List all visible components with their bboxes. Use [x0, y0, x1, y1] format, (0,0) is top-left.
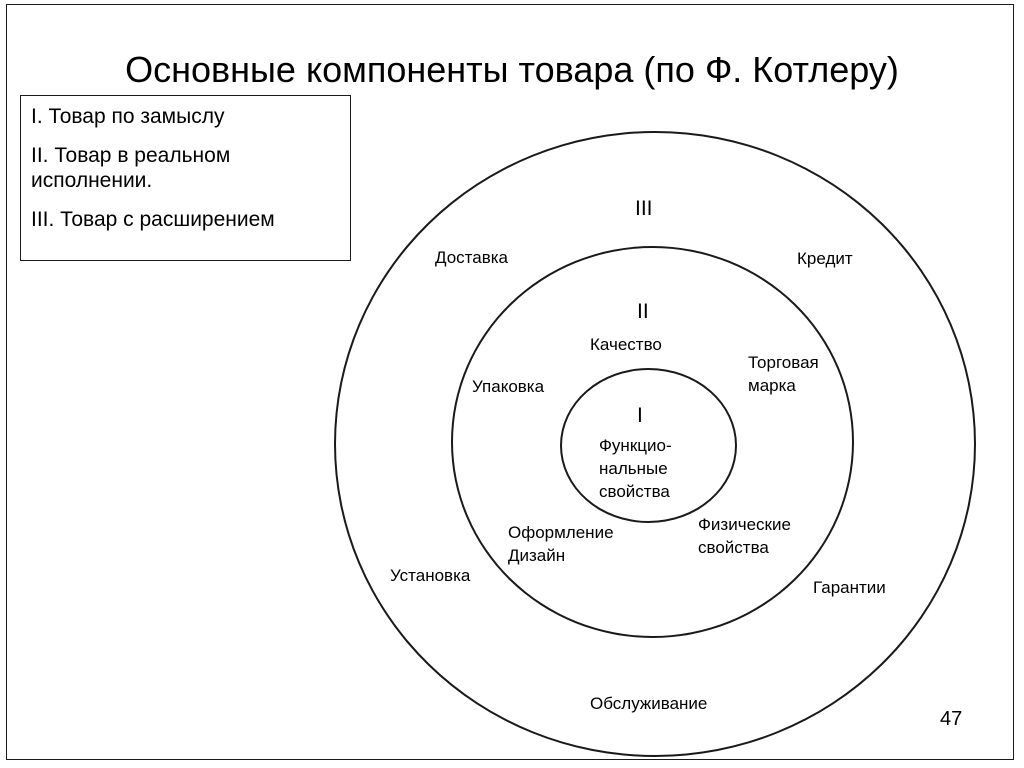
level-1-numeral: I [637, 404, 643, 427]
label-installation: Установка [390, 566, 471, 585]
label-design: Оформление Дизайн [508, 523, 614, 565]
legend-item-level-1: I. Товар по замыслу [31, 105, 225, 128]
label-physical-properties: Физические свойства [698, 515, 791, 557]
slide-title: Основные компоненты товара (по Ф. Котлер… [125, 49, 899, 90]
legend-item-level-2: II. Товар в реальном исполнении. [31, 144, 231, 192]
legend-box: I. Товар по замыслу II. Товар в реальном… [20, 95, 351, 261]
level-2-numeral: II [637, 300, 649, 323]
label-packaging: Упаковка [472, 377, 545, 396]
label-quality: Качество [590, 335, 662, 354]
label-service: Обслуживание [590, 694, 708, 713]
middle-circle-level-2 [451, 246, 854, 638]
label-delivery: Доставка [435, 248, 509, 267]
legend-item-level-3: III. Товар с расширением [31, 208, 275, 231]
level-3-numeral: III [635, 197, 653, 220]
inner-circle-level-1 [560, 368, 737, 523]
label-functional-properties: Функцио- нальные свойства [599, 436, 672, 501]
slide-frame [6, 4, 1014, 760]
page-number: 47 [940, 708, 963, 730]
label-warranty: Гарантии [813, 578, 886, 597]
label-credit: Кредит [797, 249, 853, 268]
label-brand: Торговая марка [748, 353, 819, 395]
outer-circle-level-3 [334, 131, 976, 757]
